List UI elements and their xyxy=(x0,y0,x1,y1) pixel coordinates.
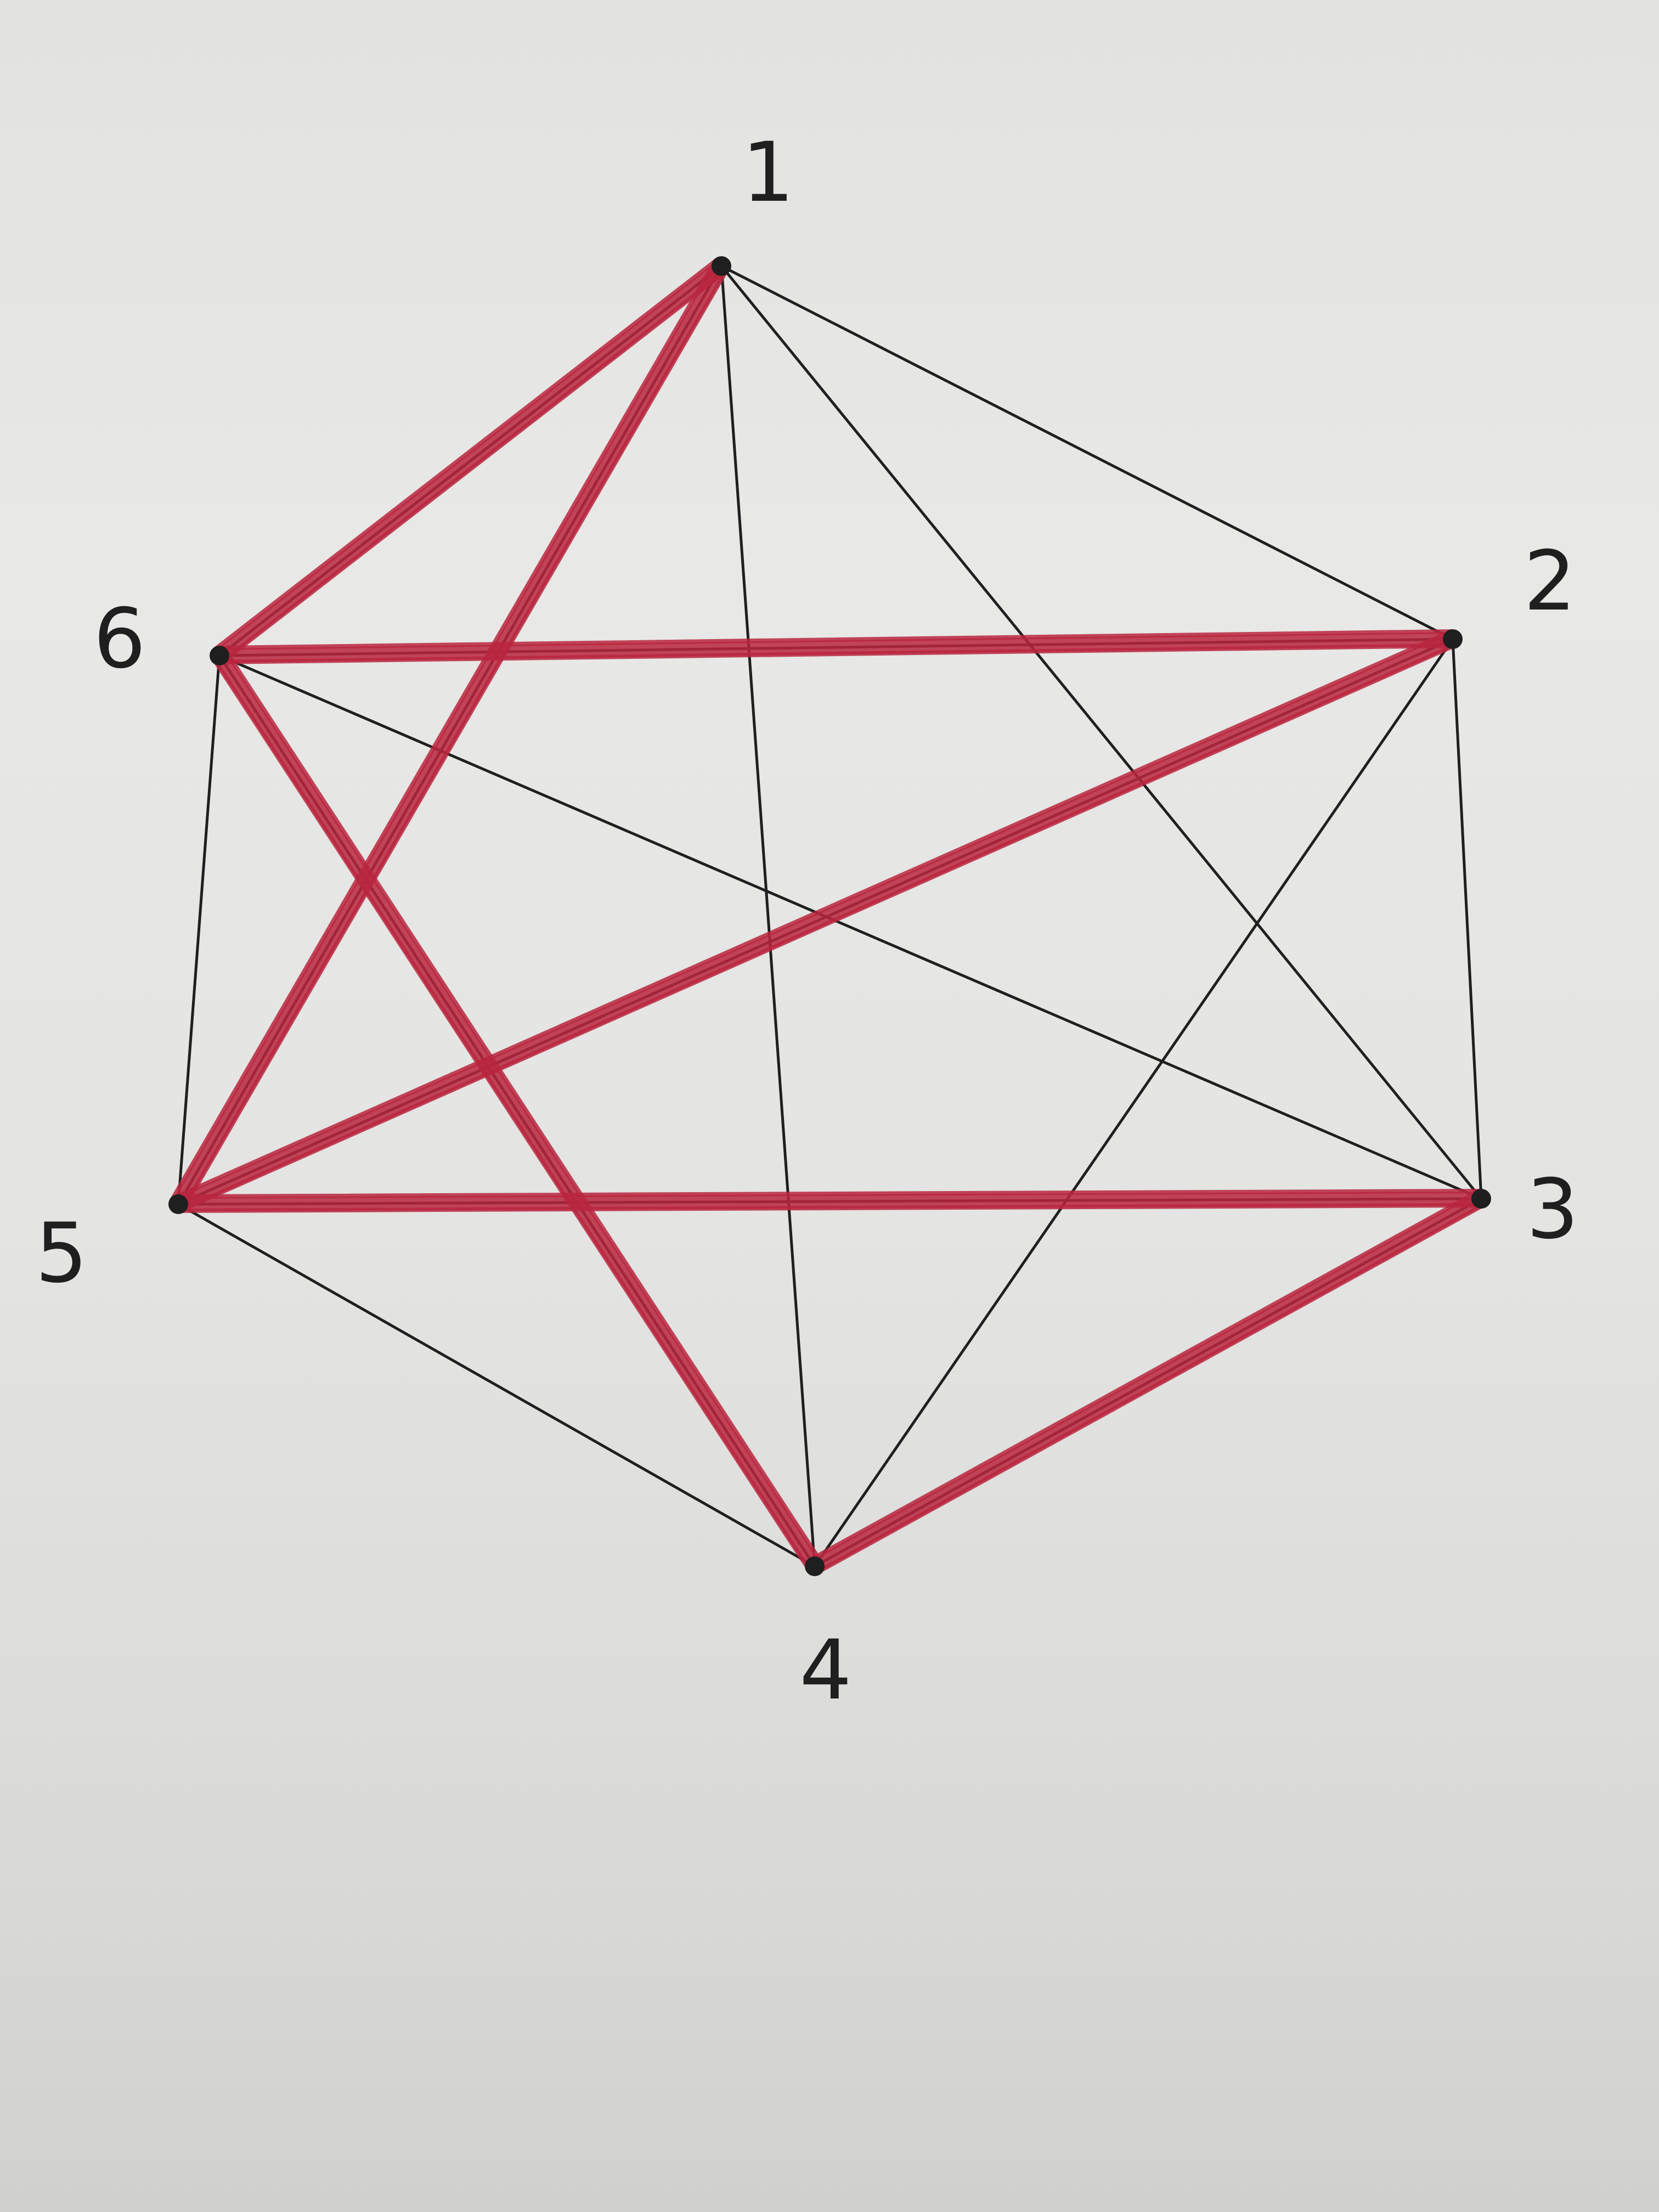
edge-2-5-red-pass xyxy=(173,630,1452,1200)
vertex-3 xyxy=(1471,1189,1491,1209)
edge-3-4-red xyxy=(808,1192,1488,1573)
vertex-label-4: 4 xyxy=(799,1623,851,1718)
edge-3-5-red-pass2 xyxy=(176,1203,1484,1213)
vertex-label-1: 1 xyxy=(742,125,794,221)
edge-2-3 xyxy=(1451,637,1483,1200)
edge-1-2 xyxy=(720,264,1454,641)
edge-1-6-red xyxy=(212,259,729,663)
edge-1-4 xyxy=(720,264,816,1568)
vertex-label-3: 3 xyxy=(1526,1162,1578,1257)
edge-5-6 xyxy=(177,654,221,1206)
edge-1-6-red-pass xyxy=(212,257,719,652)
edge-3-4-red-pass xyxy=(809,1189,1480,1562)
vertex-labels: 1 2 3 4 5 6 xyxy=(35,125,1578,1718)
edge-2-4 xyxy=(813,637,1454,1568)
edge-1-5-red-pass xyxy=(169,259,717,1203)
edge-3-5-red-pass xyxy=(176,1189,1483,1199)
edge-4-5 xyxy=(177,1203,816,1568)
edge-1-3 xyxy=(720,264,1483,1200)
vertex-2 xyxy=(1443,629,1463,649)
edge-1-5-red xyxy=(171,259,729,1211)
edge-2-5-red xyxy=(171,632,1460,1211)
vertex-1 xyxy=(712,256,731,276)
edge-3-4-red-pass2 xyxy=(815,1202,1487,1575)
edge-3-5-red xyxy=(171,1192,1488,1211)
edge-1-6-red-pass2 xyxy=(221,269,728,663)
red-edges xyxy=(169,257,1488,1575)
edge-2-5-red-pass2 xyxy=(178,642,1458,1212)
edge-1-5-red-pass2 xyxy=(182,267,730,1210)
vertex-label-5: 5 xyxy=(35,1206,87,1301)
edge-2-6-red-pass2 xyxy=(217,643,1455,664)
vertex-6 xyxy=(210,646,229,665)
edge-4-6-red-pass xyxy=(223,649,823,1565)
vertex-label-2: 2 xyxy=(1523,534,1576,629)
vertex-label-6: 6 xyxy=(93,591,145,687)
edge-4-6-red-pass2 xyxy=(211,657,811,1572)
vertex-4 xyxy=(805,1556,825,1576)
edge-3-6 xyxy=(218,654,1483,1200)
vertex-5 xyxy=(168,1194,188,1214)
edge-2-6-red-pass xyxy=(217,629,1455,651)
edge-2-6-red xyxy=(212,632,1460,663)
vertices xyxy=(168,256,1491,1576)
edge-4-6-red xyxy=(212,648,822,1573)
